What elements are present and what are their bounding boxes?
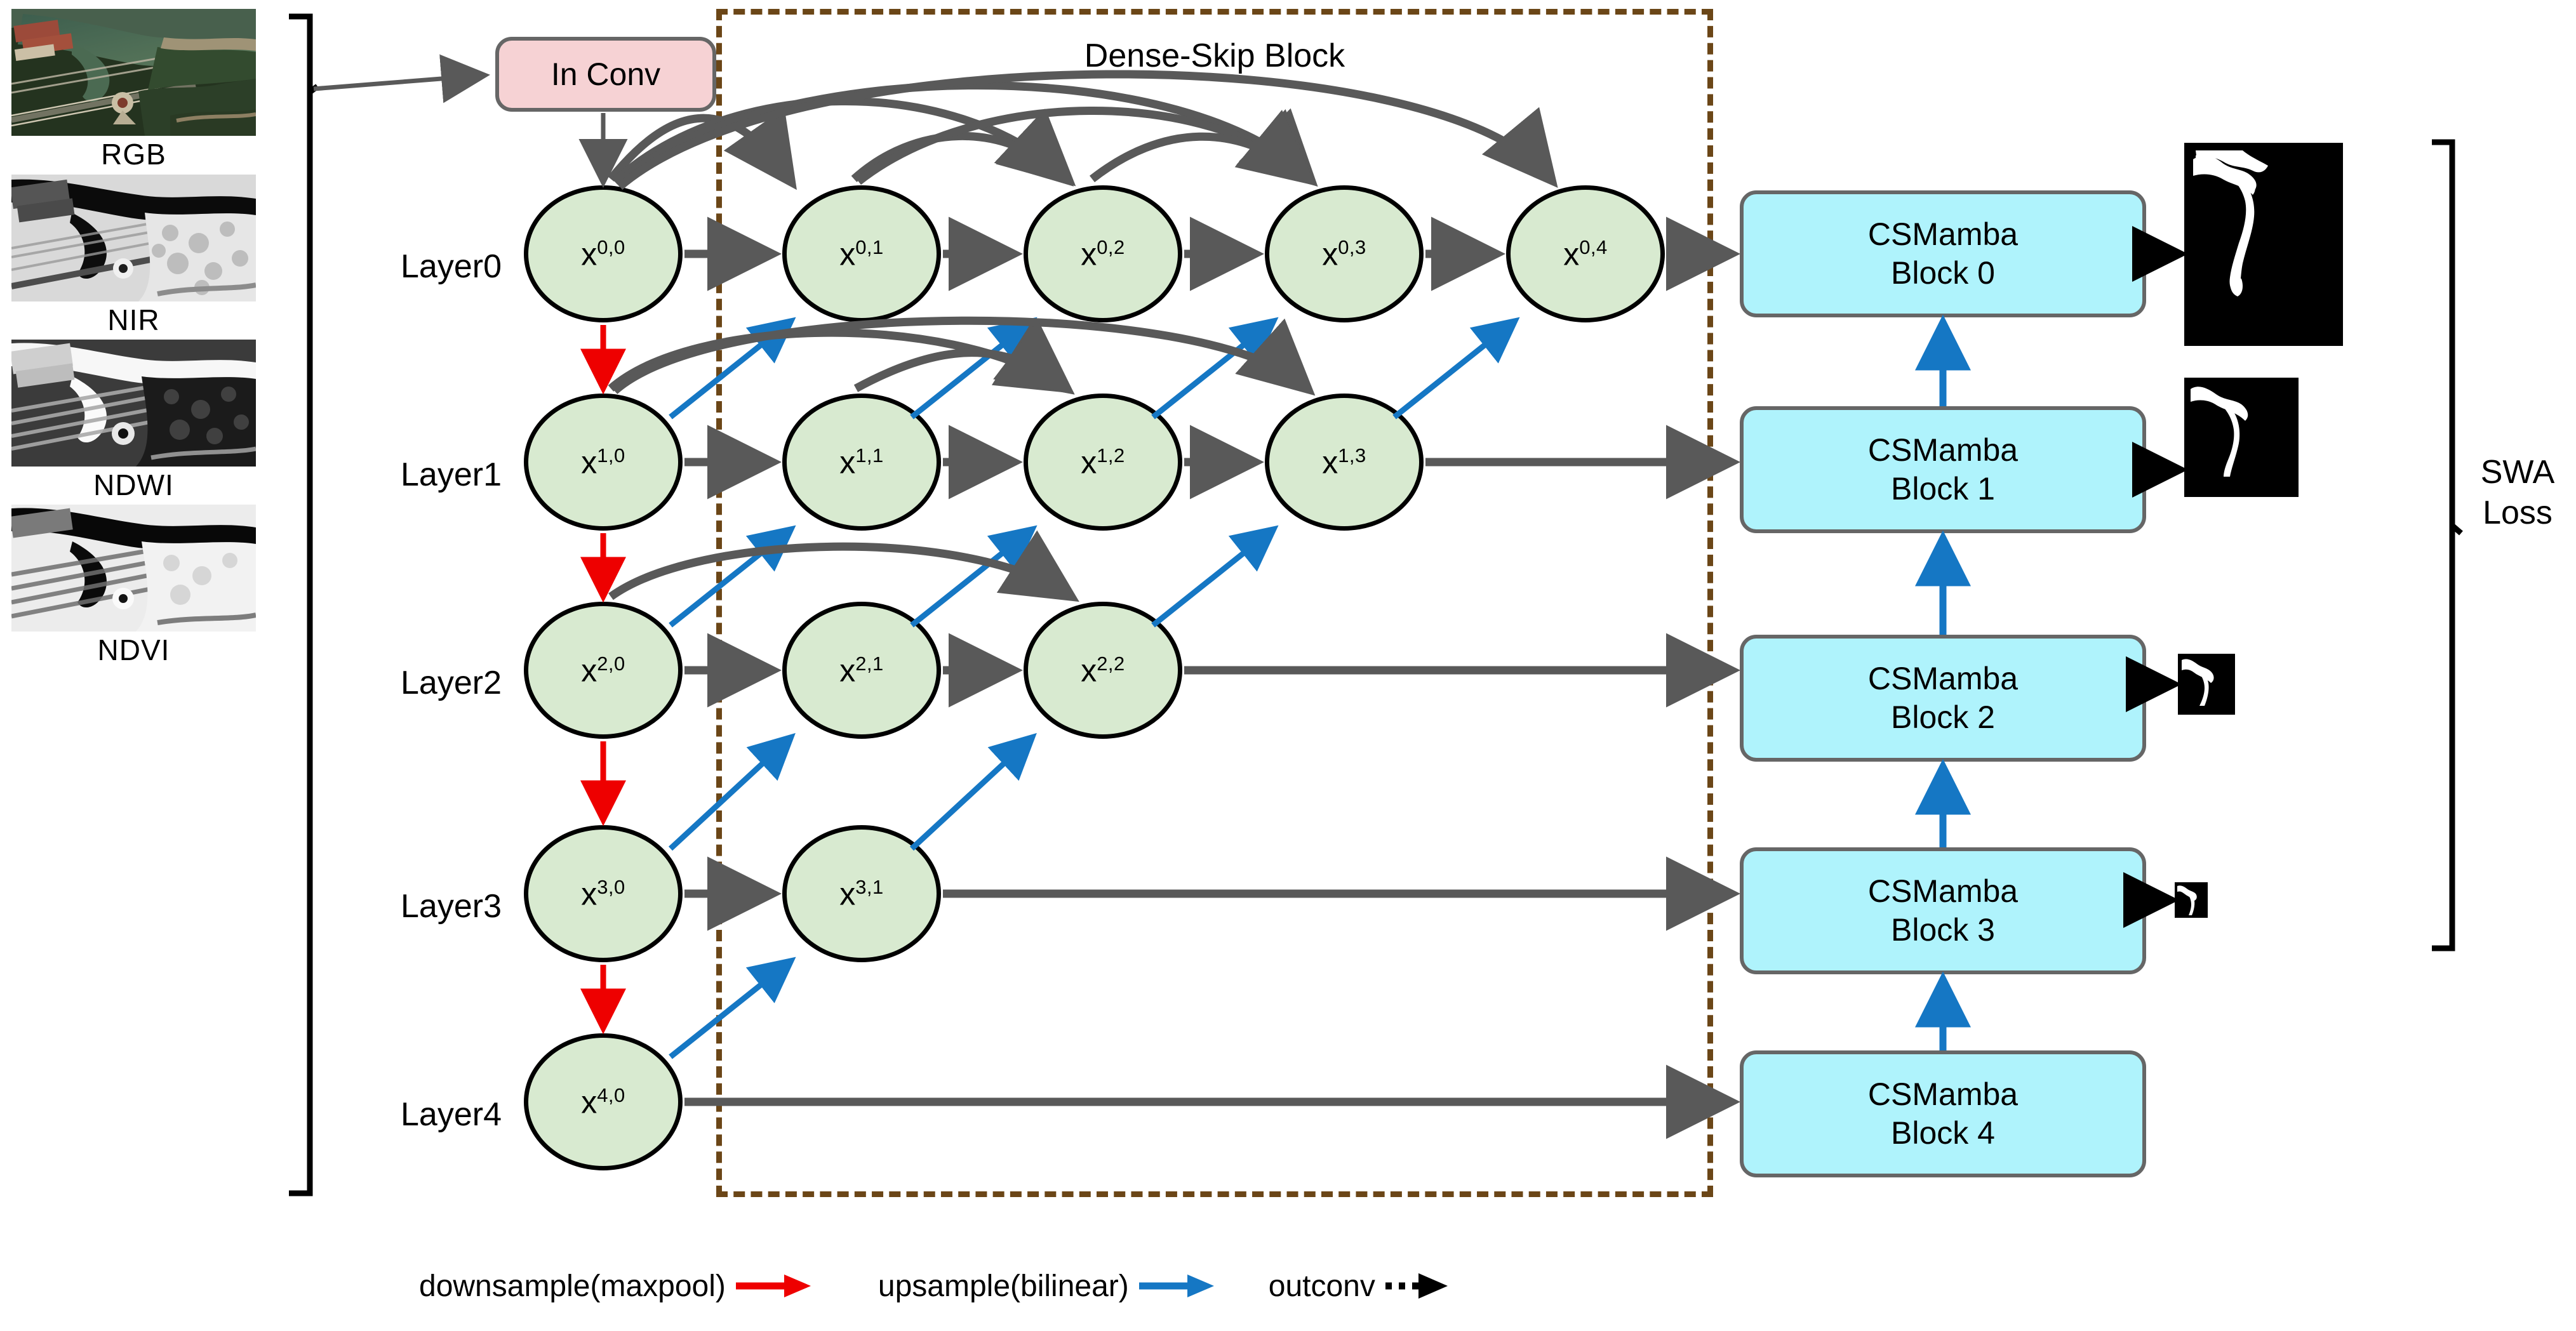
node-x13[interactable]: x1,3 <box>1265 394 1424 531</box>
layer-label-2: Layer2 <box>401 665 502 701</box>
swa-loss-line1: SWA <box>2480 454 2555 491</box>
node-label: x1,3 <box>1322 444 1366 480</box>
node-label: x0,4 <box>1563 236 1608 272</box>
node-x01[interactable]: x0,1 <box>782 185 941 322</box>
layer-label-4: Layer4 <box>401 1096 502 1133</box>
node-x30[interactable]: x3,0 <box>524 825 683 962</box>
nir-grayscale-thumbnail <box>11 175 256 301</box>
node-label: x0,0 <box>581 236 625 272</box>
node-label: x0,2 <box>1081 236 1125 272</box>
node-label: x2,1 <box>839 652 884 689</box>
csmamba-line1: CSMamba <box>1867 873 2019 909</box>
input-modality-label: RGB <box>101 138 166 171</box>
node-x02[interactable]: x0,2 <box>1024 185 1182 322</box>
csmamba-block-4[interactable]: CSMamba Block 4 <box>1740 1050 2146 1177</box>
node-label: x0,3 <box>1322 236 1366 272</box>
input-bracket <box>289 13 319 1196</box>
rgb-satellite-thumbnail <box>11 9 256 136</box>
legend-label: upsample(bilinear) <box>878 1269 1129 1303</box>
csmamba-block-label: CSMamba Block 4 <box>1868 1075 2018 1153</box>
csmamba-block-0[interactable]: CSMamba Block 0 <box>1740 190 2146 317</box>
legend: downsample(maxpool) upsample(bilinear) o… <box>419 1268 1458 1304</box>
legend-outconv-arrow-icon <box>1385 1273 1448 1299</box>
legend-label: downsample(maxpool) <box>419 1269 726 1303</box>
node-x22[interactable]: x2,2 <box>1024 602 1182 739</box>
node-label: x0,1 <box>839 236 884 272</box>
dense-skip-block-title: Dense-Skip Block <box>1084 37 1345 74</box>
legend-upsample-arrow-icon <box>1138 1275 1214 1297</box>
node-label: x3,1 <box>839 876 884 912</box>
input-to-inconv-arrow <box>313 54 490 103</box>
csmamba-block-label: CSMamba Block 0 <box>1868 215 2018 293</box>
output-mask-3 <box>2175 882 2208 918</box>
swa-loss-line2: Loss <box>2483 494 2553 532</box>
legend-downsample-arrow-icon <box>735 1275 811 1297</box>
input-modality-label: NDVI <box>97 633 170 666</box>
output-mask-0 <box>2184 143 2343 346</box>
node-x21[interactable]: x2,1 <box>782 602 941 739</box>
node-label: x1,0 <box>581 444 625 480</box>
swa-loss-label: SWA Loss <box>2464 452 2572 534</box>
node-label: x1,2 <box>1081 444 1125 480</box>
node-x04[interactable]: x0,4 <box>1506 185 1665 322</box>
node-x10[interactable]: x1,0 <box>524 394 683 531</box>
outconv-arrows <box>2123 226 2188 928</box>
swa-bracket <box>2432 139 2463 951</box>
node-label: x2,0 <box>581 652 625 689</box>
node-x31[interactable]: x3,1 <box>782 825 941 962</box>
csmamba-line1: CSMamba <box>1867 432 2019 468</box>
csmamba-block-2[interactable]: CSMamba Block 2 <box>1740 635 2146 762</box>
output-mask-2 <box>2178 654 2235 715</box>
legend-item-downsample: downsample(maxpool) <box>419 1268 821 1304</box>
input-modality-nir: NIR <box>11 175 256 336</box>
csmamba-line1: CSMamba <box>1867 1076 2019 1112</box>
in-conv-label: In Conv <box>551 56 661 92</box>
in-conv-block[interactable]: In Conv <box>495 37 716 112</box>
csmamba-line2: Block 2 <box>1891 699 1995 735</box>
node-x11[interactable]: x1,1 <box>782 394 941 531</box>
layer-label-3: Layer3 <box>401 888 502 925</box>
csmamba-line1: CSMamba <box>1867 661 2019 696</box>
ndvi-grayscale-thumbnail <box>11 505 256 632</box>
output-mask-1 <box>2184 378 2299 497</box>
input-modality-ndvi: NDVI <box>11 505 256 666</box>
legend-item-outconv: outconv <box>1269 1268 1458 1304</box>
node-label: x1,1 <box>839 444 884 480</box>
node-x40[interactable]: x4,0 <box>524 1033 683 1170</box>
node-x12[interactable]: x1,2 <box>1024 394 1182 531</box>
ndwi-grayscale-thumbnail <box>11 340 256 467</box>
node-label: x2,2 <box>1081 652 1125 689</box>
csmamba-block-label: CSMamba Block 2 <box>1868 659 2018 737</box>
node-label: x3,0 <box>581 876 625 912</box>
legend-label: outconv <box>1268 1269 1375 1303</box>
input-modality-label: NDWI <box>93 468 174 501</box>
layer-label-1: Layer1 <box>401 456 502 493</box>
csmamba-line1: CSMamba <box>1867 216 2019 252</box>
csmamba-line2: Block 1 <box>1891 471 1995 507</box>
node-x00[interactable]: x0,0 <box>524 185 683 322</box>
legend-item-upsample: upsample(bilinear) <box>878 1268 1224 1304</box>
csmamba-block-label: CSMamba Block 3 <box>1868 872 2018 950</box>
csmamba-block-label: CSMamba Block 1 <box>1868 431 2018 508</box>
input-modality-rgb: RGB <box>11 9 256 171</box>
node-label: x4,0 <box>581 1084 625 1120</box>
csmamba-line2: Block 0 <box>1891 255 1995 291</box>
layer-label-0: Layer0 <box>401 248 502 285</box>
csmamba-block-3[interactable]: CSMamba Block 3 <box>1740 847 2146 974</box>
node-x20[interactable]: x2,0 <box>524 602 683 739</box>
input-modality-ndwi: NDWI <box>11 340 256 501</box>
csmamba-line2: Block 4 <box>1891 1115 1995 1151</box>
input-modality-label: NIR <box>107 303 160 336</box>
csmamba-line2: Block 3 <box>1891 912 1995 948</box>
csmamba-block-1[interactable]: CSMamba Block 1 <box>1740 406 2146 533</box>
node-x03[interactable]: x0,3 <box>1265 185 1424 322</box>
